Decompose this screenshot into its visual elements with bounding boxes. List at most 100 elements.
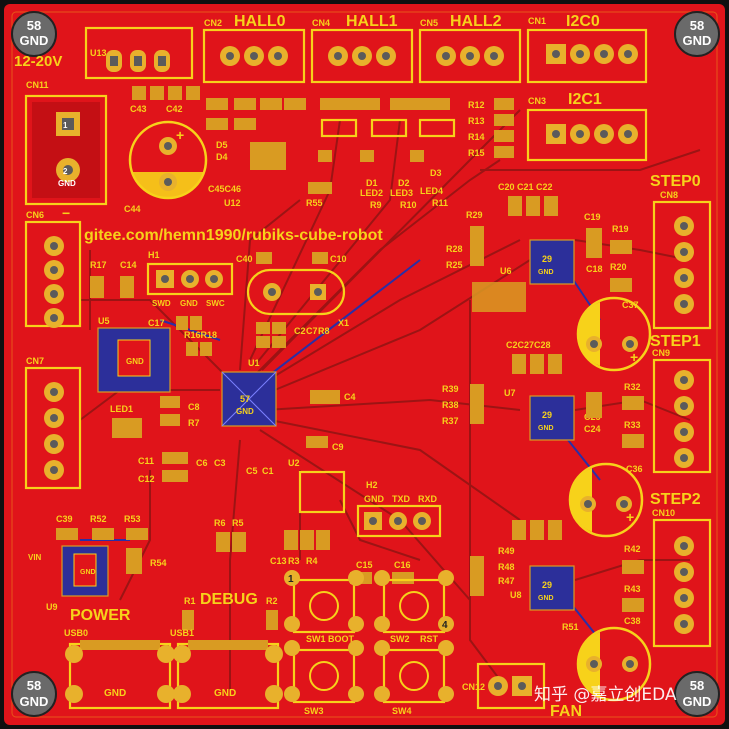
ref-r42: R42 <box>624 544 641 554</box>
sw4-button[interactable]: SW4 <box>374 640 454 716</box>
x1-crystal: X1 <box>246 268 349 328</box>
ref-u6: U6 <box>500 266 512 276</box>
ref-u13: U13 <box>90 48 107 58</box>
u1-mcu: U1 57 GND <box>221 358 277 427</box>
ref-u1: U1 <box>248 358 260 368</box>
ref-sw1: SW1 <box>306 634 326 644</box>
ref-r38: R38 <box>442 400 459 410</box>
ref-led4: LED4 <box>420 186 443 196</box>
mounting-hole-tr: 58 GND <box>674 11 720 57</box>
diode-row: D5 D4 C45C46 U12 R55 D1 D2 D3 LED2 LED3 … <box>206 98 456 210</box>
hole-label: 58 <box>690 678 704 693</box>
ref-u8: U8 <box>510 590 522 600</box>
ref-u2: U2 <box>288 458 300 468</box>
ref-r48: R48 <box>498 562 515 572</box>
ref-r15: R15 <box>468 148 485 158</box>
ref-d2: D2 <box>398 178 410 188</box>
cn11-power-terminal: CN11 1 2 GND <box>24 80 108 206</box>
cap0-plus: + <box>630 349 638 365</box>
usb0-gnd: GND <box>104 688 126 699</box>
ref-c20c21c22: C20 C21 C22 <box>498 182 553 192</box>
rst-label: RST <box>420 634 439 644</box>
ref-r8: R8 <box>318 326 330 336</box>
fan-label: FAN <box>550 703 582 720</box>
ref-d5: D5 <box>216 140 228 150</box>
ref-c8: C8 <box>188 402 200 412</box>
ref-c3: C3 <box>214 458 226 468</box>
ref-led2: LED2 <box>360 188 383 198</box>
ref-cn4: CN4 <box>312 18 330 28</box>
ref-usb1: USB1 <box>170 628 194 638</box>
sw2-rst-button[interactable]: 4 SW2 RST <box>374 570 454 644</box>
ref-r25: R25 <box>446 260 463 270</box>
ref-cn5: CN5 <box>420 18 438 28</box>
i2c1-label: I2C1 <box>568 91 602 108</box>
ref-r29: R29 <box>466 210 483 220</box>
i2c1-connector: CN3 I2C1 <box>526 91 648 162</box>
ref-r13: R13 <box>468 116 485 126</box>
ref-c5: C5 <box>246 466 258 476</box>
ref-r37: R37 <box>442 416 459 426</box>
ref-d4: D4 <box>216 152 228 162</box>
sw2-pin: 4 <box>442 620 448 631</box>
ref-r54: R54 <box>150 558 167 568</box>
ref-cn2: CN2 <box>204 18 222 28</box>
ref-r33: R33 <box>624 420 641 430</box>
boot-label: BOOT <box>328 634 355 644</box>
hall1-connector: CN4 HALL1 <box>310 13 414 84</box>
ref-h2: H2 <box>366 480 378 490</box>
ref-c16: C16 <box>394 560 411 570</box>
sw3-button[interactable]: SW3 <box>284 640 364 716</box>
step1-connector: STEP1 CN9 <box>650 333 712 474</box>
ref-cn8: CN8 <box>660 190 678 200</box>
ref-h1: H1 <box>148 250 160 260</box>
ref-cn1: CN1 <box>528 16 546 26</box>
step0-connector: STEP0 CN8 <box>650 173 712 330</box>
ref-r55: R55 <box>306 198 323 208</box>
ref-c15: C15 <box>356 560 373 570</box>
ref-r16r18: R16R18 <box>184 330 217 340</box>
ref-r11: R11 <box>432 198 448 208</box>
u1-gnd: GND <box>236 407 254 416</box>
mounting-hole-tl: 58 GND <box>11 11 57 57</box>
hole-label: 58 <box>690 18 704 33</box>
pin-gnd: GND <box>58 179 76 188</box>
step2-label: STEP2 <box>650 491 701 508</box>
ref-r43: R43 <box>624 584 641 594</box>
usb0-connector: USB0 GND <box>64 628 175 710</box>
cn6-connector: CN6 − <box>24 205 82 328</box>
h2-txd: TXD <box>392 494 411 504</box>
ref-c37: C37 <box>622 300 639 310</box>
mounting-hole-br: 58 GND <box>674 671 720 717</box>
hall2-label: HALL2 <box>450 13 502 30</box>
sw1-boot-button[interactable]: 1 SW1 BOOT <box>284 570 364 644</box>
h2-gnd: GND <box>364 494 385 504</box>
ref-c39: C39 <box>56 514 73 524</box>
hole-net: GND <box>683 33 712 48</box>
ref-r52: R52 <box>90 514 107 524</box>
step1-label: STEP1 <box>650 333 701 350</box>
ref-r49: R49 <box>498 546 515 556</box>
hole-net: GND <box>20 694 49 709</box>
watermark: 知乎 @嘉立创EDA <box>534 685 677 705</box>
ref-r2: R2 <box>266 596 278 606</box>
ref-u9: U9 <box>46 602 58 612</box>
hole-label: 58 <box>27 18 41 33</box>
ref-d3: D3 <box>430 168 442 178</box>
hall0-label: HALL0 <box>234 13 286 30</box>
hall1-label: HALL1 <box>346 13 398 30</box>
ref-r51: R51 <box>562 622 579 632</box>
ref-c36: C36 <box>626 464 643 474</box>
minus-sign: − <box>62 205 70 221</box>
ref-c43: C43 <box>130 104 147 114</box>
gnd-label: GND <box>180 299 198 308</box>
ref-c12: C12 <box>138 474 155 484</box>
ref-c38: C38 <box>624 616 641 626</box>
ref-sw4: SW4 <box>392 706 412 716</box>
ref-x1: X1 <box>338 318 349 328</box>
ref-c14: C14 <box>120 260 137 270</box>
u9-gnd: GND <box>80 569 96 576</box>
project-url: gitee.com/hemn1990/rubiks-cube-robot <box>84 227 383 244</box>
ref-c6: C6 <box>196 458 208 468</box>
